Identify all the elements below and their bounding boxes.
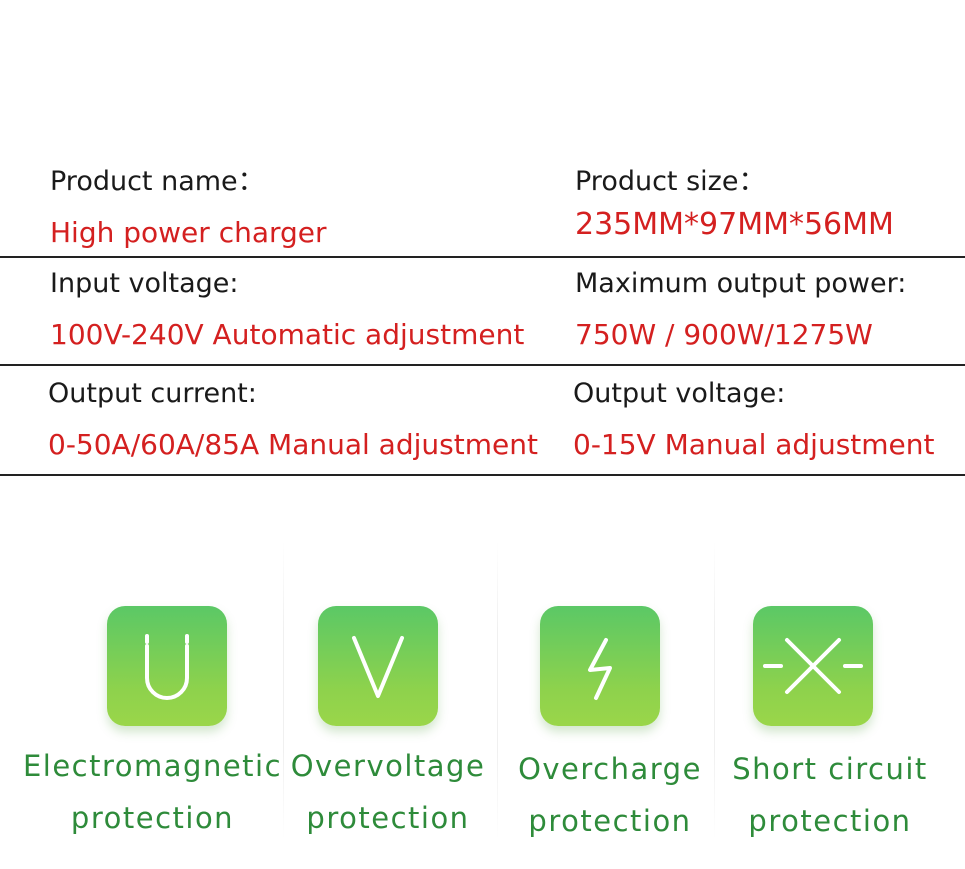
feature-label-line1: Electromagnetic (22, 749, 283, 783)
feature-divider (283, 540, 284, 840)
feature-label-line2: protection (306, 801, 470, 835)
feature-label-short-circuit: Short circuit protection (720, 743, 940, 847)
spec-max-output-power: Maximum output power: 750W / 900W/1275W (575, 268, 906, 352)
spec-product-name: Product name： High power charger (50, 166, 327, 250)
feature-label-line2: protection (528, 804, 692, 838)
spec-label: Product name： (50, 166, 265, 197)
feature-label-line2: protection (748, 804, 912, 838)
magnet-icon (107, 606, 227, 726)
feature-dividers (0, 540, 965, 840)
spec-value: 0-50A/60A/85A Manual adjustment (48, 428, 538, 461)
spec-value: High power charger (50, 216, 327, 249)
feature-label-overvoltage: Overvoltage protection (290, 740, 486, 844)
spec-value: 235MM*97MM*56MM (575, 207, 894, 242)
spec-value: 100V-240V Automatic adjustment (50, 318, 525, 351)
spec-label: Output voltage: (573, 378, 786, 409)
short-circuit-icon (753, 606, 873, 726)
feature-divider (497, 540, 498, 840)
spec-value: 750W / 900W/1275W (575, 318, 873, 351)
feature-label-line2: protection (70, 801, 235, 835)
lightning-icon (540, 606, 660, 726)
spec-output-current: Output current: 0-50A/60A/85A Manual adj… (48, 378, 538, 462)
table-divider (0, 474, 965, 476)
spec-output-voltage: Output voltage: 0-15V Manual adjustment (573, 378, 935, 462)
feature-label-line1: Overcharge (518, 752, 702, 786)
spec-label: Input voltage: (50, 268, 239, 299)
feature-label-line1: Short circuit (732, 752, 928, 786)
spec-product-size: Product size： 235MM*97MM*56MM (575, 166, 894, 242)
feature-label-overcharge: Overcharge protection (505, 743, 715, 847)
spec-label: Maximum output power: (575, 268, 907, 299)
feature-label-line1: Overvoltage (290, 749, 486, 783)
voltage-icon (318, 606, 438, 726)
spec-label: Product size： (575, 166, 766, 197)
feature-label-electromagnetic: Electromagnetic protection (20, 740, 285, 844)
spec-label: Output current: (48, 378, 257, 409)
table-divider (0, 256, 965, 258)
spec-value: 0-15V Manual adjustment (573, 428, 935, 461)
feature-divider (714, 540, 715, 840)
table-divider (0, 364, 965, 366)
spec-input-voltage: Input voltage: 100V-240V Automatic adjus… (50, 268, 524, 352)
